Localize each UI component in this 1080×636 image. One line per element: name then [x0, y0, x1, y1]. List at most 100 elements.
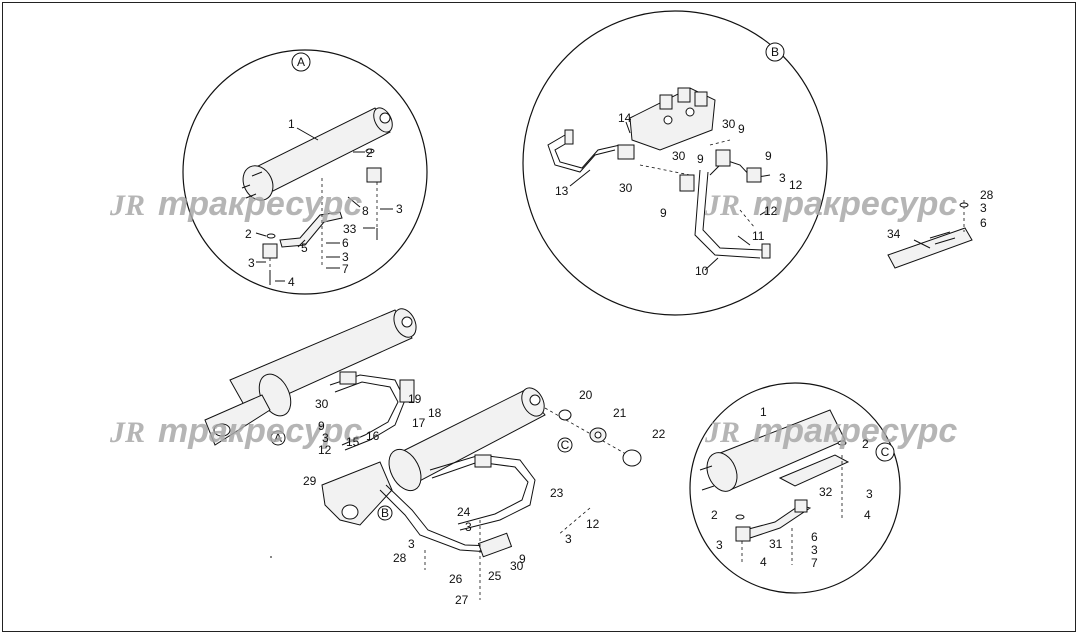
main-badge-b-label: B [381, 506, 389, 520]
part-label: 12 [764, 204, 778, 218]
part-label: 3 [322, 431, 329, 445]
part-label: 3 [779, 171, 786, 185]
detail-a-badge [291, 52, 311, 72]
part-label: 2 [862, 437, 869, 451]
watermark-text-2: тракресурс [753, 185, 957, 223]
part-label: 6 [342, 236, 349, 250]
part-label: 30 [510, 559, 524, 573]
part-label: 9 [318, 419, 325, 433]
part-label: 23 [550, 486, 564, 500]
hose-left-2 [334, 381, 399, 446]
part-label: 4 [760, 555, 767, 569]
part-label: 22 [652, 427, 666, 441]
part-label: 32 [819, 485, 833, 499]
part-label: 6 [811, 530, 818, 544]
part-label: 12 [586, 517, 600, 531]
part-label: 28 [393, 551, 407, 565]
part-label: 3 [565, 532, 572, 546]
part-label: 3 [342, 250, 349, 264]
detail-c: C [689, 382, 901, 594]
part-label: 15 [346, 435, 360, 449]
mount-bracket [321, 461, 393, 526]
part-label: 27 [455, 593, 469, 607]
part-label: 17 [412, 416, 426, 430]
bracket-32 [778, 454, 850, 487]
part-label: 18 [428, 406, 442, 420]
watermark-3: JR тракресурс [109, 412, 362, 450]
part-label: 31 [769, 537, 783, 551]
watermark-text-3: тракресурс [158, 412, 362, 450]
part-label: 21 [613, 406, 627, 420]
detail-b-badge [765, 42, 785, 62]
part-label: 30 [315, 397, 329, 411]
part-label: 25 [488, 569, 502, 583]
detail-b-badge-label: B [771, 45, 779, 59]
part-label: 30 [672, 149, 686, 163]
pipe-13-b [554, 139, 621, 169]
part-label: 9 [660, 206, 667, 220]
part-label: 3 [248, 256, 255, 270]
block-a-left [262, 243, 278, 259]
part-label: 9 [765, 149, 772, 163]
valve-block-b [629, 87, 716, 151]
detail-b-circle [522, 10, 828, 316]
detail-c-badge [875, 442, 895, 462]
cylinder-c [699, 409, 846, 492]
part-label: 3 [811, 543, 818, 557]
part-label: 12 [789, 178, 803, 192]
detail-c-badge-label: C [881, 445, 890, 459]
part-label: 3 [980, 201, 987, 215]
part-label: 19 [408, 392, 422, 406]
detail-a-circle [182, 49, 428, 295]
part-label: 10 [695, 264, 709, 278]
main-badge-b [377, 505, 393, 521]
detail-a: A [182, 49, 428, 295]
part-label: 24 [457, 505, 471, 519]
watermark-logo-2: JR [704, 189, 740, 222]
watermark-4: JR тракресурс [704, 412, 957, 450]
block-a-right [366, 167, 382, 183]
part-label: 20 [579, 388, 593, 402]
part-label: 2 [711, 508, 718, 522]
watermark-2: JR тракресурс [704, 185, 957, 223]
pipe-13-a [547, 134, 616, 173]
part-label: 1 [760, 405, 767, 419]
pipe-10-a [694, 169, 761, 259]
part-label: 6 [980, 216, 987, 230]
cylinder-a [241, 107, 393, 201]
pipe-lower-a [379, 489, 491, 553]
part-label: 28 [980, 188, 994, 202]
part-label: 7 [342, 262, 349, 276]
part-label: 5 [301, 241, 308, 255]
seal-20 [558, 409, 572, 421]
part-label: 30 [722, 117, 736, 131]
detail-c-circle [689, 382, 901, 594]
main-assembly: A B C [204, 308, 642, 600]
part-label: 2 [245, 227, 252, 241]
part-label: 14 [618, 111, 632, 125]
part-label: 26 [449, 572, 463, 586]
watermark-logo-3: JR [109, 416, 145, 449]
detail-a-badge-label: A [297, 55, 305, 69]
part-label: 3 [465, 520, 472, 534]
part-label: 8 [362, 204, 369, 218]
part-label: 9 [519, 552, 526, 566]
part-label: 3 [396, 202, 403, 216]
pipe-a [279, 211, 343, 248]
part-label: 11 [752, 229, 765, 243]
part-label: 3 [408, 537, 415, 551]
part-label: 9 [697, 152, 704, 166]
watermark-text-1: тракресурс [158, 185, 362, 223]
pipe-10-b [702, 171, 763, 251]
seal-22 [622, 449, 642, 467]
part-label: 3 [716, 538, 723, 552]
part-label: 2 [366, 146, 373, 160]
pipe-lower-b [385, 484, 496, 547]
part-label: 4 [288, 275, 295, 289]
part-label: 12 [318, 443, 332, 457]
part-label: 9 [738, 122, 745, 136]
hose-23-b [431, 461, 529, 525]
